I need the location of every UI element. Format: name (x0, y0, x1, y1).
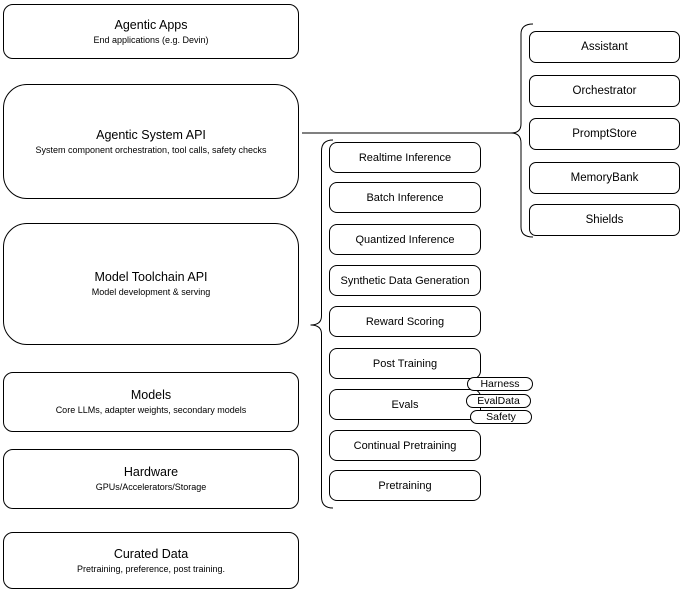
tag-harness: Harness (467, 377, 533, 391)
node-label: Post Training (372, 357, 438, 370)
node-synthetic-data-generation: Synthetic Data Generation (329, 265, 481, 296)
node-label: Reward Scoring (365, 315, 445, 328)
node-label: Orchestrator (572, 85, 637, 97)
node-title: Agentic System API (96, 127, 206, 142)
node-label: Batch Inference (366, 191, 444, 204)
toolchain-brace (310, 139, 334, 509)
node-label: Realtime Inference (358, 151, 452, 164)
node-quantized-inference: Quantized Inference (329, 224, 481, 255)
node-label: Synthetic Data Generation (340, 274, 470, 287)
node-title: Agentic Apps (114, 17, 188, 32)
node-title: Model Toolchain API (94, 270, 208, 284)
node-subtitle: Model development & serving (91, 287, 211, 297)
node-continual-pretraining: Continual Pretraining (329, 430, 481, 461)
node-subtitle: Pretraining, preference, post training. (76, 563, 226, 574)
node-title: Models (130, 388, 172, 402)
node-post-training: Post Training (329, 348, 481, 379)
node-agentic-system-api: Agentic System API System component orch… (3, 84, 299, 199)
node-title: Curated Data (113, 546, 189, 561)
node-pretraining: Pretraining (329, 470, 481, 501)
node-agentic-apps: Agentic Apps End applications (e.g. Devi… (3, 4, 299, 59)
tag-evaldata: EvalData (466, 394, 531, 408)
node-evals: Evals (329, 389, 481, 420)
node-label: Continual Pretraining (353, 439, 457, 452)
node-label: MemoryBank (570, 172, 639, 184)
node-hardware: Hardware GPUs/Accelerators/Storage (3, 449, 299, 509)
node-subtitle: End applications (e.g. Devin) (93, 34, 209, 45)
node-reward-scoring: Reward Scoring (329, 306, 481, 337)
node-subtitle: System component orchestration, tool cal… (35, 144, 267, 155)
system-components-brace (510, 23, 534, 238)
tag-safety: Safety (470, 410, 532, 424)
node-model-toolchain-api: Model Toolchain API Model development & … (3, 223, 299, 345)
tag-label: EvalData (477, 395, 520, 407)
node-orchestrator: Orchestrator (529, 75, 680, 107)
node-label: Quantized Inference (355, 233, 455, 246)
node-label: Evals (391, 398, 419, 411)
node-subtitle: Core LLMs, adapter weights, secondary mo… (55, 405, 247, 415)
node-promptstore: PromptStore (529, 118, 680, 150)
node-memorybank: MemoryBank (529, 162, 680, 194)
node-assistant: Assistant (529, 31, 680, 63)
tag-label: Harness (480, 378, 520, 390)
node-label: Shields (585, 214, 624, 226)
node-shields: Shields (529, 204, 680, 236)
node-realtime-inference: Realtime Inference (329, 142, 481, 173)
node-label: Assistant (581, 41, 628, 53)
node-subtitle: GPUs/Accelerators/Storage (95, 482, 207, 492)
node-label: Pretraining (378, 479, 432, 492)
node-models: Models Core LLMs, adapter weights, secon… (3, 372, 299, 432)
node-curated-data: Curated Data Pretraining, preference, po… (3, 532, 299, 589)
node-title: Hardware (123, 465, 179, 479)
tag-label: Safety (486, 411, 516, 423)
node-batch-inference: Batch Inference (329, 182, 481, 213)
node-label: PromptStore (572, 128, 637, 140)
